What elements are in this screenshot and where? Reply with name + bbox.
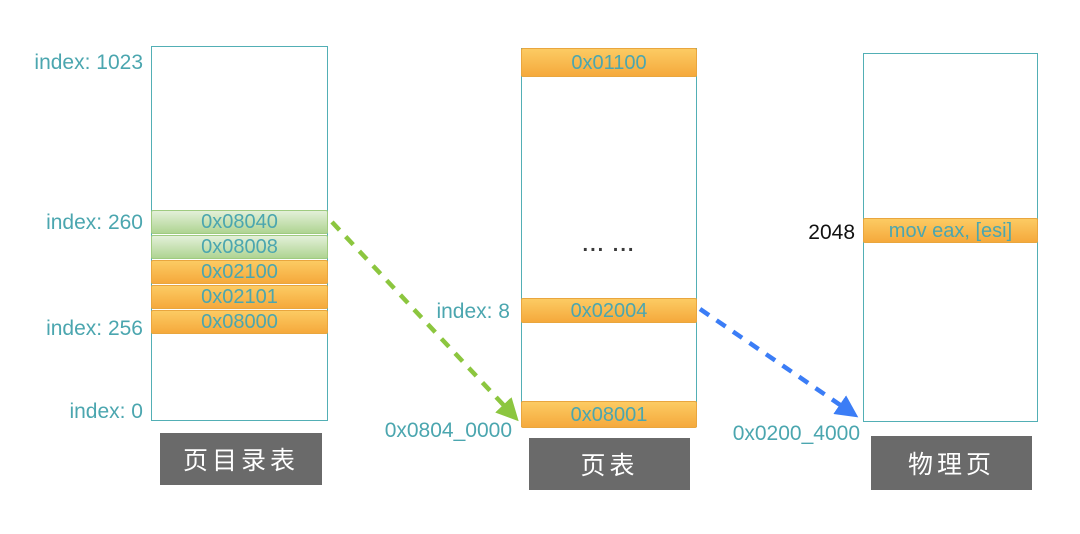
index-label-0: index: 0	[69, 400, 143, 423]
physical-page-box: mov eax, [esi]	[863, 53, 1038, 422]
directory-entry-row: 0x02101	[151, 285, 328, 309]
page-directory-box: 0x08040 0x08008 0x02100 0x02101 0x08000	[151, 46, 328, 421]
directory-entry-row: 0x08008	[151, 235, 328, 259]
page-table-title: 页表	[529, 438, 690, 490]
index-label-1023: index: 1023	[34, 51, 143, 74]
offset-label-2048: 2048	[808, 221, 855, 244]
index-label-260: index: 260	[46, 211, 143, 234]
physical-page-title: 物理页	[871, 436, 1032, 490]
directory-entry-row: 0x08040	[151, 210, 328, 234]
directory-entry-row: 0x08000	[151, 310, 328, 334]
page-table-base-address: 0x0804_0000	[384, 419, 512, 442]
page-directory-title: 页目录表	[160, 433, 322, 485]
physical-page-base-address: 0x0200_4000	[732, 422, 860, 445]
index-label-8: index: 8	[436, 300, 510, 323]
page-table-entry-row: 0x01100	[521, 48, 697, 77]
page-table-box: 0x01100 ... ... 0x02004 0x08001	[521, 48, 697, 428]
ellipsis-label: ... ...	[582, 234, 636, 256]
physical-page-row: mov eax, [esi]	[863, 218, 1038, 243]
index-label-256: index: 256	[46, 317, 143, 340]
page-table-entry-row: 0x02004	[521, 298, 697, 323]
blue-dashed-arrow	[698, 307, 859, 418]
page-table-entry-row: 0x08001	[521, 401, 697, 428]
directory-entry-row: 0x02100	[151, 260, 328, 284]
